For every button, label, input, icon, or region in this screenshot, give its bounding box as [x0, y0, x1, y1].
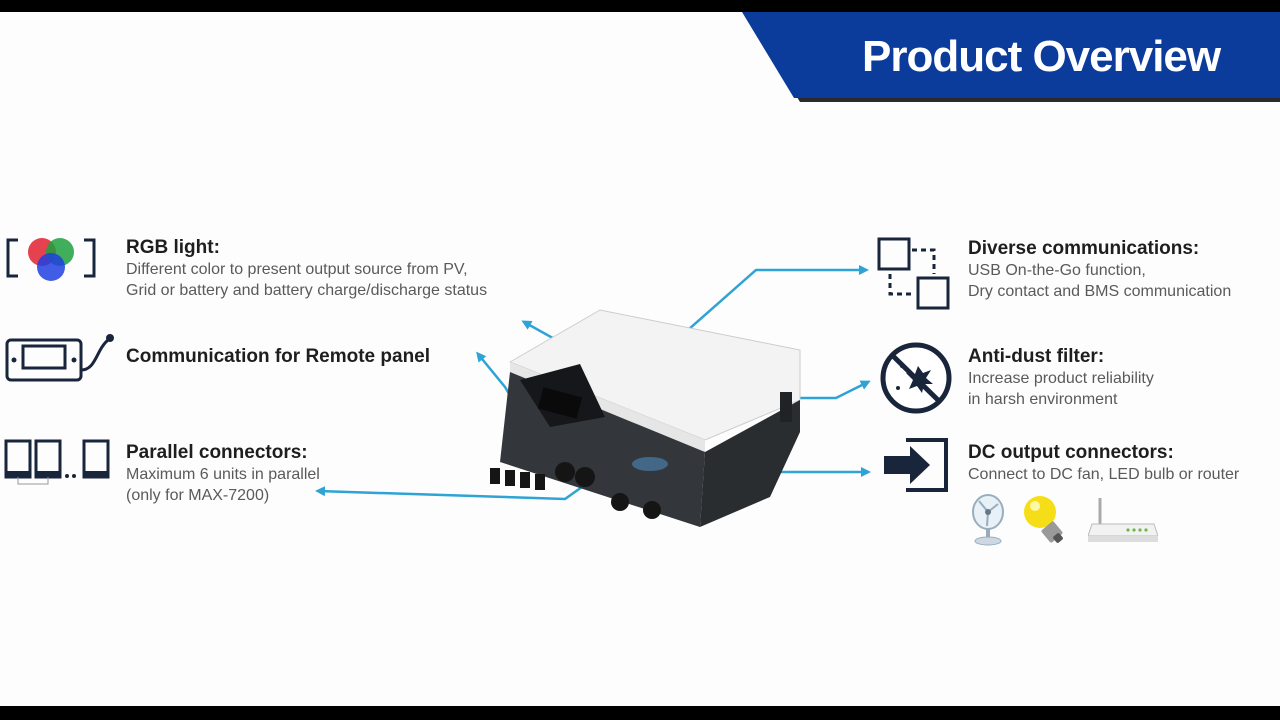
dashed-connection-icon — [877, 237, 950, 310]
parallel-units-icon — [4, 439, 110, 485]
feature-desc: Increase product reliability — [968, 370, 1154, 387]
router-icon — [1088, 498, 1158, 542]
feature-desc: USB On-the-Go function, — [968, 262, 1146, 279]
dc-output-arrow-icon — [884, 438, 948, 492]
feature-title: Communication for Remote panel — [126, 346, 431, 367]
rgb-color-circles-icon — [6, 238, 96, 281]
feature-desc: Maximum 6 units in parallel — [126, 466, 320, 483]
feature-title: Parallel connectors: — [126, 442, 308, 463]
inverter-product-image — [490, 309, 801, 527]
feature-remote-panel: Communication for Remote panel — [126, 346, 430, 368]
feature-title: DC output connectors: — [968, 442, 1174, 463]
feature-desc: Different color to present output source… — [126, 261, 468, 278]
feature-anti-dust-filter: Anti-dust filter: Increase product relia… — [968, 346, 1154, 410]
feature-title: Anti-dust filter: — [968, 346, 1105, 367]
feature-parallel-connectors: Parallel connectors: Maximum 6 units in … — [126, 442, 320, 506]
no-dust-icon — [880, 342, 952, 414]
feature-rgb-light: RGB light: Different color to present ou… — [126, 237, 487, 301]
feature-title: RGB light: — [126, 237, 220, 258]
remote-panel-icon — [5, 334, 114, 382]
feature-title: Diverse communications: — [968, 238, 1200, 259]
led-bulb-icon — [1024, 496, 1063, 543]
feature-desc: Grid or battery and battery charge/disch… — [126, 282, 488, 299]
feature-desc: Connect to DC fan, LED bulb or router — [968, 466, 1240, 483]
title-banner — [742, 12, 1280, 102]
feature-desc: in harsh environment — [968, 391, 1118, 408]
page-title: Product Overview — [862, 32, 1221, 81]
feature-diverse-communications: Diverse communications: USB On-the-Go fu… — [968, 238, 1231, 302]
banner-shape — [742, 12, 1280, 98]
fan-icon — [972, 494, 1004, 546]
slide: Product Overview — [0, 12, 1280, 706]
feature-desc: Dry contact and BMS communication — [968, 283, 1232, 300]
feature-dc-output-connectors: DC output connectors: Connect to DC fan,… — [968, 442, 1239, 485]
feature-desc: (only for MAX-7200) — [126, 487, 270, 504]
